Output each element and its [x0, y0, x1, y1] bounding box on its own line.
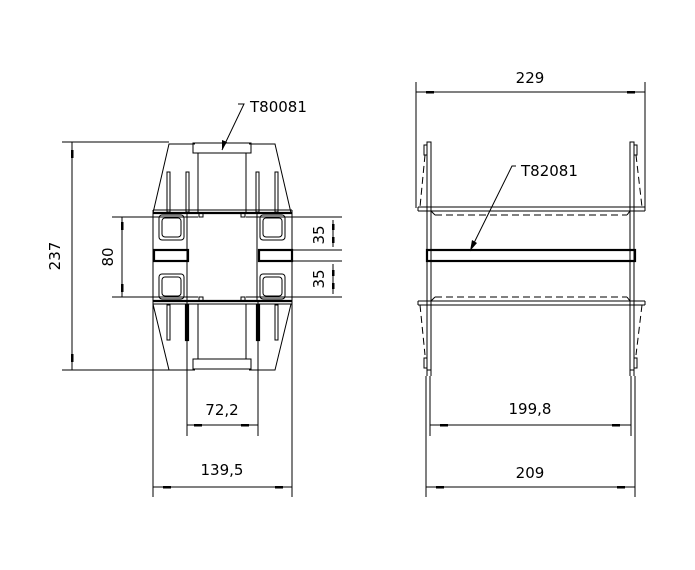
dim-overall-width: [152, 304, 293, 497]
dim-inner-height: [112, 216, 198, 298]
dim-overall-height: [62, 141, 169, 371]
part-label-t80081-leader: [221, 103, 245, 151]
dim-side-inner-width-label: 199,8: [509, 400, 552, 418]
part-label-t82081-leader: [469, 165, 516, 252]
part-label-t80081: T80081: [249, 98, 307, 116]
part-label-t82081: T82081: [520, 162, 578, 180]
side-view: [417, 141, 646, 376]
dim-lower-gap-label: 35: [310, 269, 328, 288]
dim-inner-width: [186, 301, 259, 436]
dim-base-width-label: 209: [516, 464, 545, 482]
dim-upper-gap-label: 35: [310, 225, 328, 244]
dim-side-inner-width: [429, 376, 632, 436]
dim-top-width: [415, 82, 646, 208]
top-view: [152, 142, 294, 371]
dim-top-width-label: 229: [516, 69, 545, 87]
dim-overall-width-label: 139,5: [201, 461, 244, 479]
dim-overall-height-label: 237: [46, 242, 64, 271]
dim-base-width: [425, 376, 636, 497]
dim-inner-height-label: 80: [99, 247, 117, 266]
dim-gaps: [246, 216, 342, 298]
dim-inner-width-label: 72,2: [205, 401, 238, 419]
